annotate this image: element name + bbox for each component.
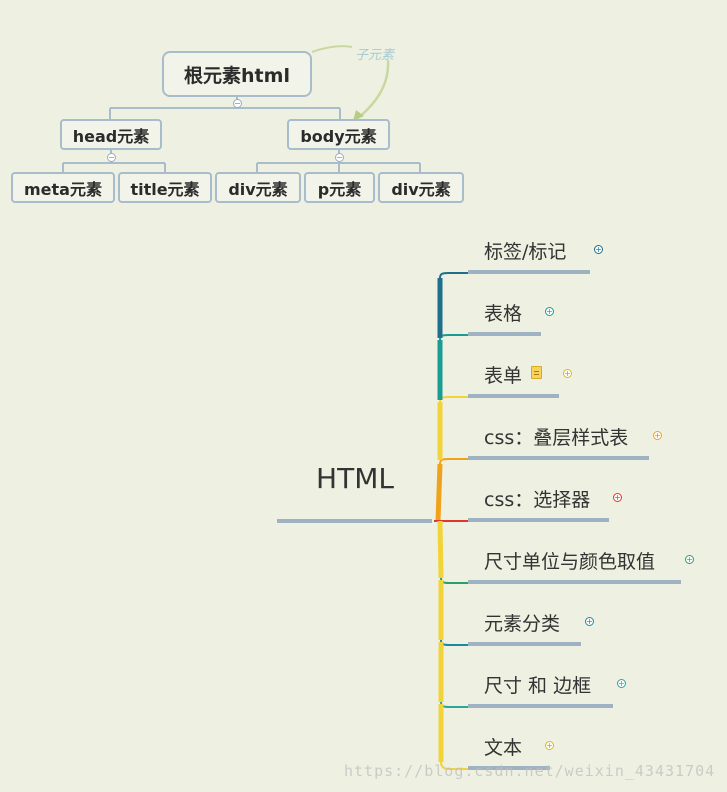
expand-icon[interactable]: + [545, 741, 554, 750]
child-element-annotation: 子元素 [355, 48, 395, 63]
watermark-text: https://blog.csdn.net/weixin_43431704 [344, 762, 716, 780]
branch-tags[interactable]: 标签/标记 [484, 241, 567, 263]
expand-icon[interactable]: + [563, 369, 572, 378]
div-element-node[interactable]: div元素 [215, 172, 301, 203]
expand-icon[interactable]: + [594, 245, 603, 254]
branch-css-cascading[interactable]: css：叠层样式表 [484, 427, 629, 449]
branch-text[interactable]: 文本 [484, 737, 523, 759]
expand-icon[interactable]: + [685, 555, 694, 564]
expand-icon[interactable]: + [613, 493, 622, 502]
central-topic-html[interactable]: HTML [316, 462, 394, 495]
root-html-node[interactable]: 根元素html [162, 51, 312, 97]
expand-icon[interactable]: + [585, 617, 594, 626]
branch-size-border[interactable]: 尺寸 和 边框 [484, 675, 592, 697]
body-element-node[interactable]: body元素 [287, 119, 390, 150]
branch-css-selectors[interactable]: css：选择器 [484, 489, 591, 511]
div-element-label-2: div元素 [391, 179, 451, 199]
head-element-node[interactable]: head元素 [60, 119, 162, 150]
p-element-label: p元素 [317, 179, 362, 199]
collapse-toggle-icon[interactable]: − [335, 153, 344, 162]
meta-element-label: meta元素 [24, 179, 102, 199]
head-element-label: head元素 [72, 126, 150, 146]
div-element-label: div元素 [228, 179, 288, 199]
expand-icon[interactable]: + [617, 679, 626, 688]
branch-units-colors[interactable]: 尺寸单位与颜色取值 [484, 551, 656, 573]
meta-element-node[interactable]: meta元素 [11, 172, 115, 203]
body-element-label: body元素 [300, 126, 377, 146]
collapse-toggle-icon[interactable]: − [107, 153, 116, 162]
root-html-label: 根元素html [184, 64, 290, 87]
expand-icon[interactable]: + [653, 431, 662, 440]
branch-element-types[interactable]: 元素分类 [484, 613, 561, 635]
title-element-node[interactable]: title元素 [118, 172, 212, 203]
collapse-toggle-icon[interactable]: − [233, 99, 242, 108]
div-element-node-2[interactable]: div元素 [378, 172, 464, 203]
title-element-label: title元素 [130, 179, 200, 199]
branch-form[interactable]: 表单 [484, 365, 523, 387]
note-icon[interactable] [531, 366, 542, 379]
expand-icon[interactable]: + [545, 307, 554, 316]
branch-table[interactable]: 表格 [484, 303, 523, 325]
p-element-node[interactable]: p元素 [304, 172, 375, 203]
